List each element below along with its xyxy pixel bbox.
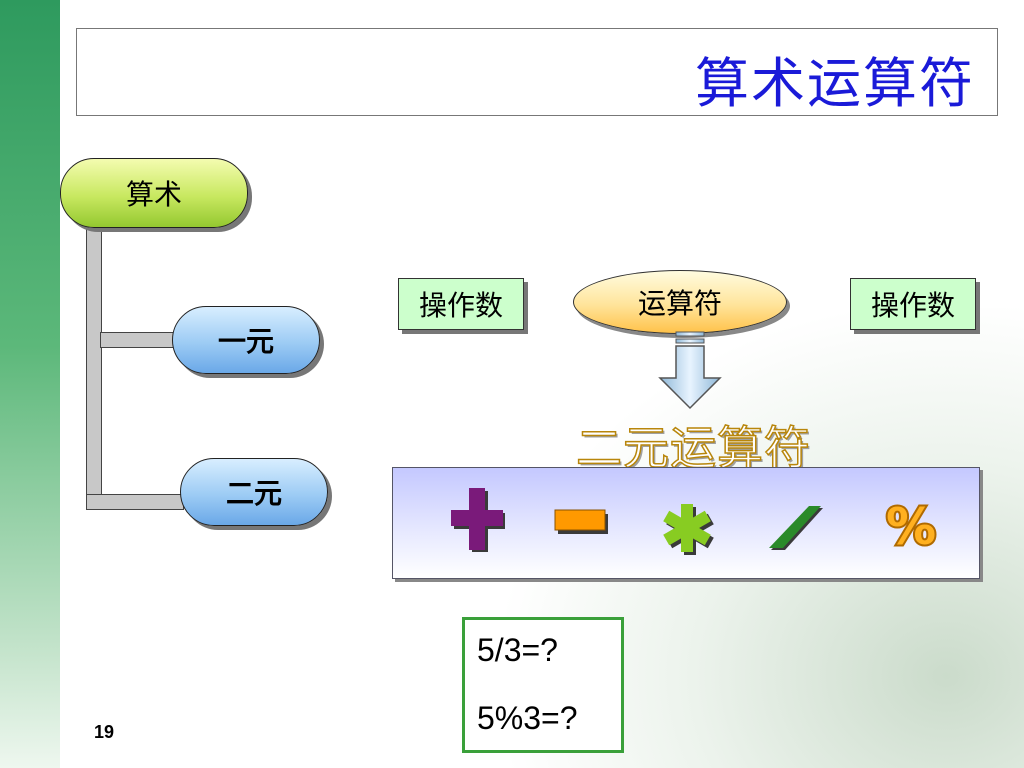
svg-text:%: % <box>886 500 936 550</box>
left-operand-label: 操作数 <box>418 289 503 322</box>
svg-text:%: % <box>886 500 936 550</box>
percent-icon: % % <box>884 500 938 550</box>
slash-icon <box>769 506 823 550</box>
asterisk-icon <box>663 504 714 555</box>
down-arrow-icon <box>658 331 722 410</box>
binary-node: 二元 <box>180 458 328 526</box>
example-line-2: 5%3=? <box>477 700 578 736</box>
plus-icon <box>451 488 505 552</box>
page-number: 19 <box>94 722 115 742</box>
tree-connector-unary <box>100 332 176 348</box>
example-box: 5/3=? 5%3=? <box>462 617 624 753</box>
arithmetic-node-label: 算术 <box>125 178 182 211</box>
operators-panel: % % <box>392 467 980 579</box>
binary-node-label: 二元 <box>225 477 282 510</box>
unary-node-label: 一元 <box>217 325 274 358</box>
operator-oval: 运算符 <box>573 270 787 334</box>
left-operand-box: 操作数 <box>398 278 524 330</box>
arithmetic-node: 算术 <box>60 158 248 228</box>
title-frame: 算术运算符 <box>76 28 998 116</box>
example-line-1: 5/3=? <box>477 632 558 668</box>
left-decorative-band <box>0 0 60 768</box>
binary-operators-title: 二元运算符 <box>575 420 811 476</box>
right-operand-box: 操作数 <box>850 278 976 330</box>
tree-vertical-connector <box>86 228 102 508</box>
tree-connector-binary <box>86 494 184 510</box>
unary-node: 一元 <box>172 306 320 374</box>
operator-label: 运算符 <box>637 287 722 320</box>
slide-title: 算术运算符 <box>695 52 975 115</box>
right-operand-label: 操作数 <box>870 289 955 322</box>
minus-icon <box>554 509 608 534</box>
